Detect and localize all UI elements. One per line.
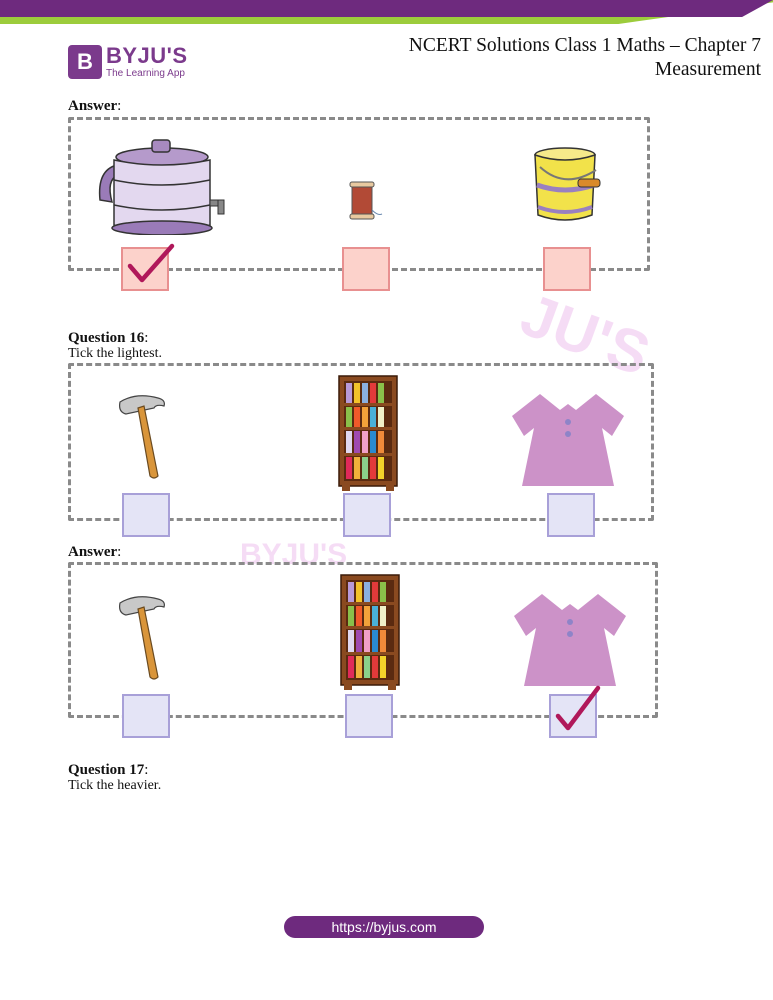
checkbox-bookshelf[interactable] [345,694,393,738]
logo-mark-icon: B [68,45,102,79]
dress-image [514,594,626,686]
byjus-logo: B BYJU'S The Learning App [68,44,188,80]
checkbox-water-cooler[interactable] [121,247,169,291]
question-16-heading: Question 16: [68,330,149,346]
banner-purple-stripe [0,0,773,17]
bucket-image [534,147,601,221]
checkbox-bookshelf[interactable] [343,493,391,537]
checkbox-dress[interactable] [547,493,595,537]
question-17-heading: Question 17: [68,762,149,778]
thread-spool-image [349,181,383,220]
checkbox-bucket[interactable] [543,247,591,291]
checkbox-hammer[interactable] [122,694,170,738]
bookshelf-image [340,574,400,690]
question-16-prompt: Tick the lightest. [68,346,162,361]
document-title: NCERT Solutions Class 1 Maths – Chapter … [409,34,761,82]
title-line-1: NCERT Solutions Class 1 Maths – Chapter … [408,35,761,56]
bookshelf-image [338,375,398,491]
question-17-prompt: Tick the heavier. [68,778,162,793]
hammer-image [119,596,165,680]
top-banner [0,0,773,24]
footer-url-link[interactable]: https://byjus.com [284,916,484,938]
title-line-2: Measurement [654,59,761,80]
hammer-image [119,395,165,479]
water-cooler-image [98,139,225,235]
section-heading: Answer: [68,98,122,114]
checkmark-icon [127,243,175,283]
dress-image [512,394,624,486]
checkmark-icon [555,685,601,731]
logo-tagline: The Learning App [106,68,185,79]
logo-name: BYJU'S [106,43,188,68]
watermark: BYJU'S [240,538,348,571]
checkbox-thread-spool[interactable] [342,247,390,291]
checkbox-hammer[interactable] [122,493,170,537]
section-heading: Answer: [68,544,122,560]
